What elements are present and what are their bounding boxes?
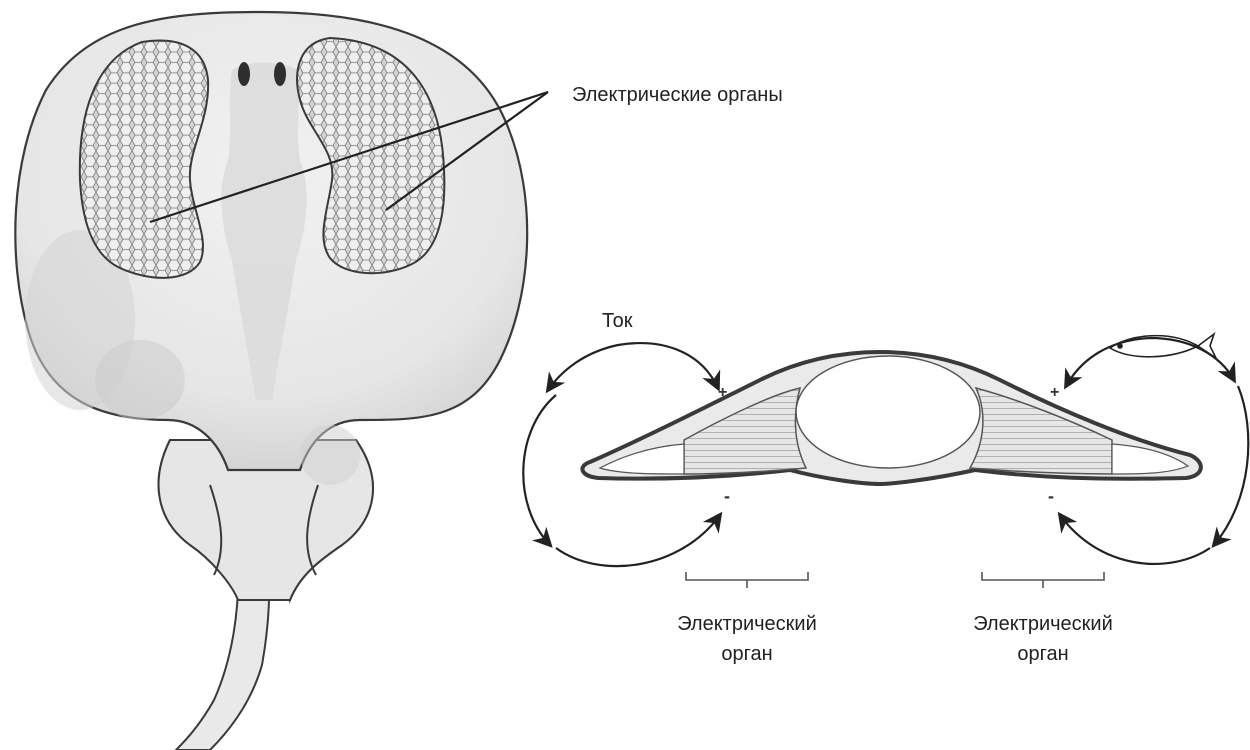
- left-positive-sign: +: [718, 384, 727, 401]
- right-eye: [274, 62, 286, 86]
- left-organ-label-line1: Электрический: [677, 613, 817, 635]
- left-negative-sign: -: [724, 486, 730, 506]
- current-label: Ток: [602, 310, 633, 332]
- right-positive-sign: +: [1050, 384, 1059, 401]
- ray-top-view: [15, 12, 527, 750]
- organ-brackets: [686, 572, 1104, 588]
- right-organ-label-line2: орган: [1017, 643, 1068, 665]
- organs-label: Электрические органы: [572, 84, 783, 106]
- left-eye: [238, 62, 250, 86]
- central-body-section: [796, 356, 980, 468]
- right-negative-sign: -: [1048, 486, 1054, 506]
- left-organ-label-line2: орган: [721, 643, 772, 665]
- right-organ-label-line1: Электрический: [973, 613, 1113, 635]
- cross-section: [582, 352, 1200, 484]
